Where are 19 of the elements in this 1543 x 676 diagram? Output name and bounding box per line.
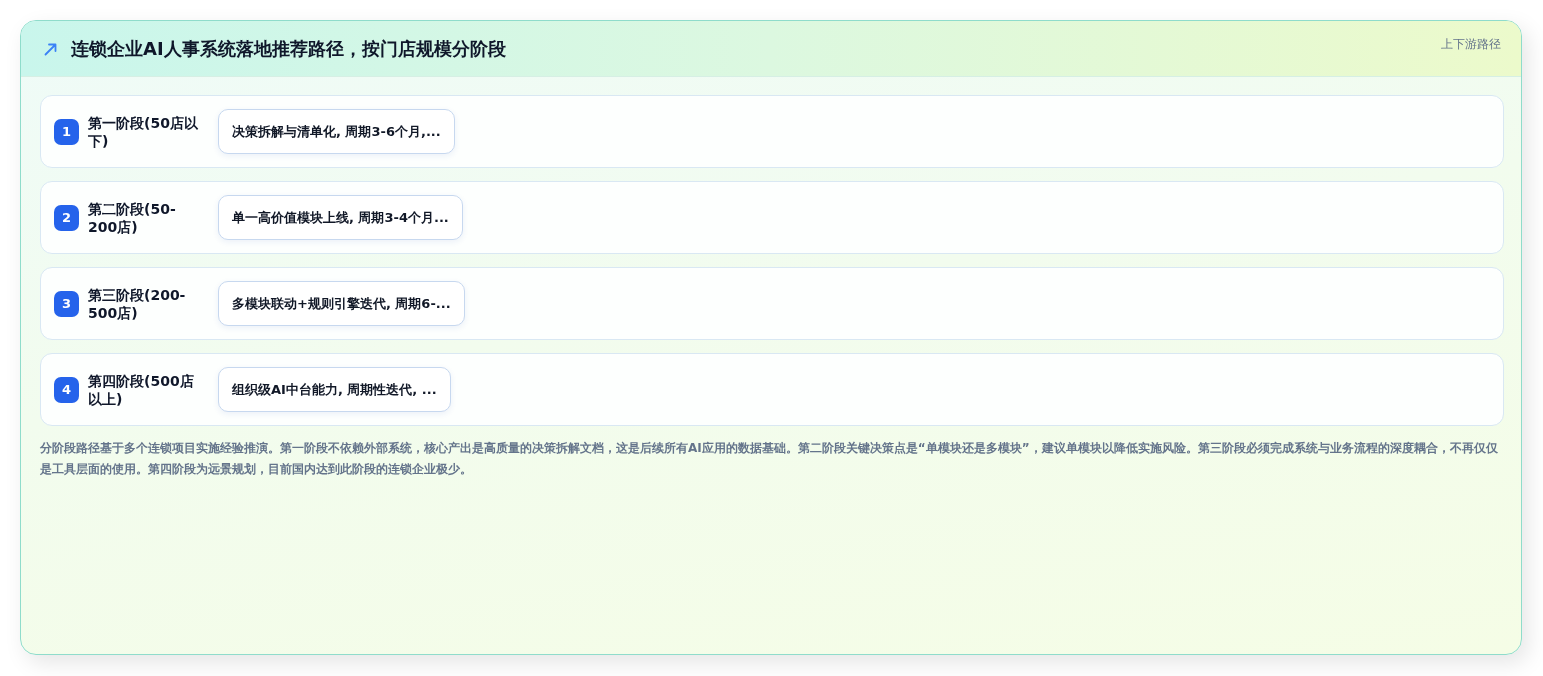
stage-card: [40, 181, 1504, 254]
step-number-badge: 2: [54, 205, 79, 231]
stage-title: 第二阶段(50-200店): [88, 200, 177, 236]
stage-card: [40, 95, 1504, 168]
diagram-title: 连锁企业AI人事系统落地推荐路径，按门店规模分阶段: [71, 37, 506, 61]
stage-summary-card: 多模块联动+规则引擎迭代, 周期6-...: [218, 281, 465, 326]
stage-card: [40, 267, 1504, 340]
step-number-badge: 1: [54, 119, 79, 145]
stage-title: 第一阶段(50店以下): [88, 114, 199, 150]
header-label: 上下游路径: [1441, 36, 1501, 52]
footnote-text: 分阶段路径基于多个连锁项目实施经验推演。第一阶段不依赖外部系统，核心产出是高质量的决策拆解文档，这是后续所有AI应用的数据基础。第二阶段关键决策点是“单模块还是多模块”，建议单模块以降低实施风险。第三阶段必须完成系统与业务流程的深度耦合，不再仅仅是工具层面的使用。第四阶段为远景规划，目前国内达到此阶段的连锁企业极少。: [40, 440, 1499, 478]
step-number-badge: 3: [54, 291, 79, 317]
step-number-badge: 4: [54, 377, 79, 403]
stage-summary-card: 单一高价值模块上线, 周期3-4个月...: [218, 195, 463, 240]
stage-summary-card: 组织级AI中台能力, 周期性迭代, ...: [218, 367, 451, 412]
stage-card: [40, 353, 1504, 426]
stage-summary-card: 决策拆解与清单化, 周期3-6个月,...: [218, 109, 455, 154]
stage-title: 第三阶段(200-500店): [88, 286, 187, 322]
stage-title: 第四阶段(500店以上): [88, 372, 195, 408]
